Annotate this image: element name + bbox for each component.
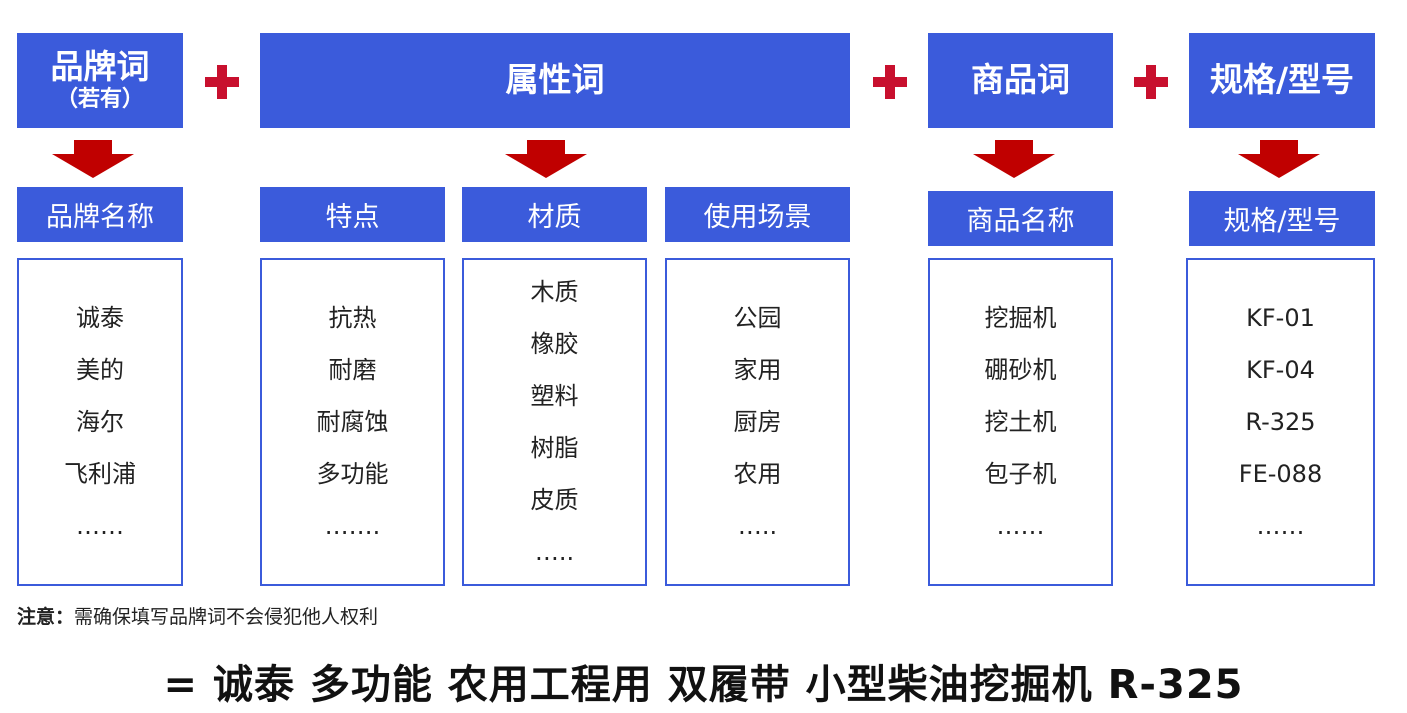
note: 注意：需确保填写品牌词不会侵犯他人权利	[17, 602, 378, 629]
list-item: ……	[76, 512, 124, 540]
list-item: 皮质	[530, 486, 579, 514]
list-item: …….	[324, 512, 381, 540]
header-product-word: 商品词	[928, 33, 1113, 128]
list-item: 美的	[76, 356, 124, 384]
down-arrow-icon	[1238, 140, 1320, 182]
list-item: 农用	[733, 460, 782, 488]
list-item: 海尔	[76, 408, 124, 436]
down-arrow-icon	[973, 140, 1055, 182]
list-item: KF-01	[1246, 304, 1315, 332]
list-item: 抗热	[328, 304, 377, 332]
list-item: 橡胶	[530, 330, 579, 358]
header-spec-title: 规格/型号	[1209, 60, 1355, 100]
list-item: 诚泰	[76, 304, 124, 332]
list-item: 挖掘机	[984, 304, 1057, 332]
list-item: 挖土机	[984, 408, 1057, 436]
list-item: ……	[996, 512, 1045, 540]
list-product: 挖掘机 硼砂机 挖土机 包子机 ……	[928, 258, 1113, 586]
list-item: 厨房	[733, 408, 782, 436]
list-item: 多功能	[316, 460, 389, 488]
list-material: 木质 橡胶 塑料 树脂 皮质 …..	[462, 258, 647, 586]
list-item: 耐腐蚀	[316, 408, 389, 436]
plus-icon	[205, 65, 239, 99]
list-item: …..	[737, 512, 778, 540]
header-brand-word: 品牌词 （若有）	[17, 33, 183, 128]
list-item: 家用	[733, 356, 782, 384]
header-product-title: 商品词	[971, 60, 1070, 100]
down-arrow-icon	[505, 140, 587, 182]
list-item: …..	[534, 538, 575, 566]
list-item: KF-04	[1246, 356, 1315, 384]
category-brand-name: 品牌名称	[17, 187, 183, 242]
note-label: 注意：	[17, 606, 75, 628]
list-scenario: 公园 家用 厨房 农用 …..	[665, 258, 850, 586]
header-brand-title: 品牌词	[50, 47, 150, 87]
category-scenario: 使用场景	[665, 187, 850, 242]
list-item: 公园	[733, 304, 782, 332]
list-spec: KF-01 KF-04 R-325 FE-088 ……	[1186, 258, 1375, 586]
category-feature: 特点	[260, 187, 445, 242]
list-item: 耐磨	[328, 356, 377, 384]
list-item: 硼砂机	[984, 356, 1057, 384]
result-title: = 诚泰 多功能 农用工程用 双履带 小型柴油挖掘机 R-325	[163, 662, 1244, 708]
plus-icon	[873, 65, 907, 99]
header-spec-word: 规格/型号	[1189, 33, 1375, 128]
category-product-name: 商品名称	[928, 191, 1113, 246]
list-item: 飞利浦	[64, 460, 136, 488]
list-item: R-325	[1245, 408, 1316, 436]
list-item: 包子机	[984, 460, 1057, 488]
list-item: 塑料	[530, 382, 579, 410]
header-attribute-title: 属性词	[505, 60, 605, 100]
down-arrow-icon	[52, 140, 134, 182]
category-material: 材质	[462, 187, 647, 242]
note-text: 需确保填写品牌词不会侵犯他人权利	[74, 606, 379, 628]
list-item: 木质	[530, 278, 579, 306]
list-item: 树脂	[530, 434, 579, 462]
plus-icon	[1134, 65, 1168, 99]
list-brand: 诚泰 美的 海尔 飞利浦 ……	[17, 258, 183, 586]
list-item: ……	[1256, 512, 1305, 540]
list-item: FE-088	[1238, 460, 1323, 488]
header-brand-sub: （若有）	[55, 86, 144, 112]
category-spec-model: 规格/型号	[1189, 191, 1375, 246]
list-feature: 抗热 耐磨 耐腐蚀 多功能 …….	[260, 258, 445, 586]
header-attribute-word: 属性词	[260, 33, 850, 128]
